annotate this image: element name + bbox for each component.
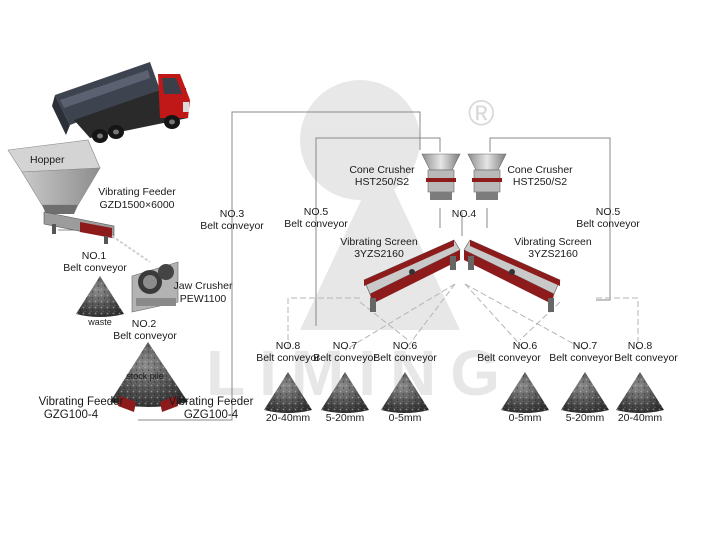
vibrating-screen-right-machine	[463, 239, 561, 312]
output-2-size: 5-20mm	[325, 412, 365, 424]
belt-no5-right-number: NO.5	[595, 206, 621, 218]
output-2-belt: Belt conveyor	[313, 352, 377, 364]
belt-no5-right-name: Belt conveyor	[576, 218, 640, 230]
cone-right-name: Cone Crusher	[507, 164, 573, 176]
distribution-lines	[287, 283, 639, 351]
screen-left-name: Vibrating Screen	[340, 236, 418, 248]
cone-crusher-right-machine	[467, 153, 507, 200]
output-6-size: 20-40mm	[617, 412, 663, 424]
waste-label: waste	[88, 317, 112, 327]
output-6-belt: Belt conveyor	[614, 352, 678, 364]
jaw-crusher-model: PEW1100	[179, 293, 227, 305]
belt-no4-number: NO.4	[451, 208, 477, 220]
feeder-right-name: Vibrating Feeder	[168, 396, 254, 408]
vibrating-screen-left-machine	[363, 239, 461, 312]
primary-feeder-name: Vibrating Feeder	[98, 186, 176, 198]
jaw-crusher-machine	[131, 261, 179, 313]
belt-no2-name: Belt conveyor	[113, 330, 177, 342]
belt-no5-left-name: Belt conveyor	[284, 218, 348, 230]
output-5-size: 5-20mm	[565, 412, 605, 424]
belt-no1-number: NO.1	[81, 250, 107, 262]
watermark-circle	[300, 80, 420, 200]
output-5-number: NO.7	[572, 340, 598, 352]
output-3-size: 0-5mm	[388, 412, 422, 424]
stock-pile-label: stock pile	[126, 371, 164, 381]
screen-right-model: 3YZS2160	[528, 248, 578, 260]
waste-pile	[76, 276, 124, 317]
registered-mark: ®	[468, 92, 495, 133]
output-4-belt: Belt conveyor	[477, 352, 541, 364]
jaw-crusher-name: Jaw Crusher	[173, 280, 233, 292]
underpile-feeder-right	[160, 396, 178, 412]
belt-no2-number: NO.2	[131, 318, 157, 330]
feeder-to-jaw-chute	[111, 235, 151, 263]
cone-left-name: Cone Crusher	[349, 164, 415, 176]
watermark-mountain	[300, 160, 460, 330]
feeder-left-name: Vibrating Feeder	[38, 396, 124, 408]
belt-no1-name: Belt conveyor	[63, 262, 127, 274]
primary-feeder-model: GZD1500×6000	[99, 199, 175, 211]
screen-left-model: 3YZS2160	[354, 248, 404, 260]
cone-left-model: HST250/S2	[354, 176, 410, 188]
output-2-number: NO.7	[332, 340, 358, 352]
hopper-label: Hopper	[30, 154, 65, 166]
product-pile-5	[561, 372, 609, 413]
belt-no3-number: NO.3	[219, 208, 245, 220]
output-6-number: NO.8	[627, 340, 653, 352]
hopper	[7, 139, 101, 214]
output-1-belt: Belt conveyor	[256, 352, 320, 364]
output-5-belt: Belt conveyor	[549, 352, 613, 364]
primary-feeder-machine	[43, 211, 115, 244]
belt-no3-name: Belt conveyor	[200, 220, 264, 232]
feeder-right-model: GZG100-4	[183, 409, 239, 421]
cone-crusher-left-machine	[421, 153, 461, 200]
output-3-belt: Belt conveyor	[373, 352, 437, 364]
output-4-number: NO.6	[512, 340, 538, 352]
underpile-feeder-left	[118, 396, 136, 412]
feeder-left-model: GZG100-4	[43, 409, 99, 421]
screen-right-name: Vibrating Screen	[514, 236, 592, 248]
cone-right-model: HST250/S2	[512, 176, 568, 188]
flow-lines	[58, 111, 611, 421]
product-pile-6	[616, 372, 664, 413]
output-1-size: 20-40mm	[265, 412, 311, 424]
output-3-number: NO.6	[392, 340, 418, 352]
output-1-number: NO.8	[275, 340, 301, 352]
stock-pile	[110, 342, 188, 407]
belt-no5-left-number: NO.5	[303, 206, 329, 218]
output-4-size: 0-5mm	[508, 412, 542, 424]
dump-truck	[52, 62, 190, 143]
